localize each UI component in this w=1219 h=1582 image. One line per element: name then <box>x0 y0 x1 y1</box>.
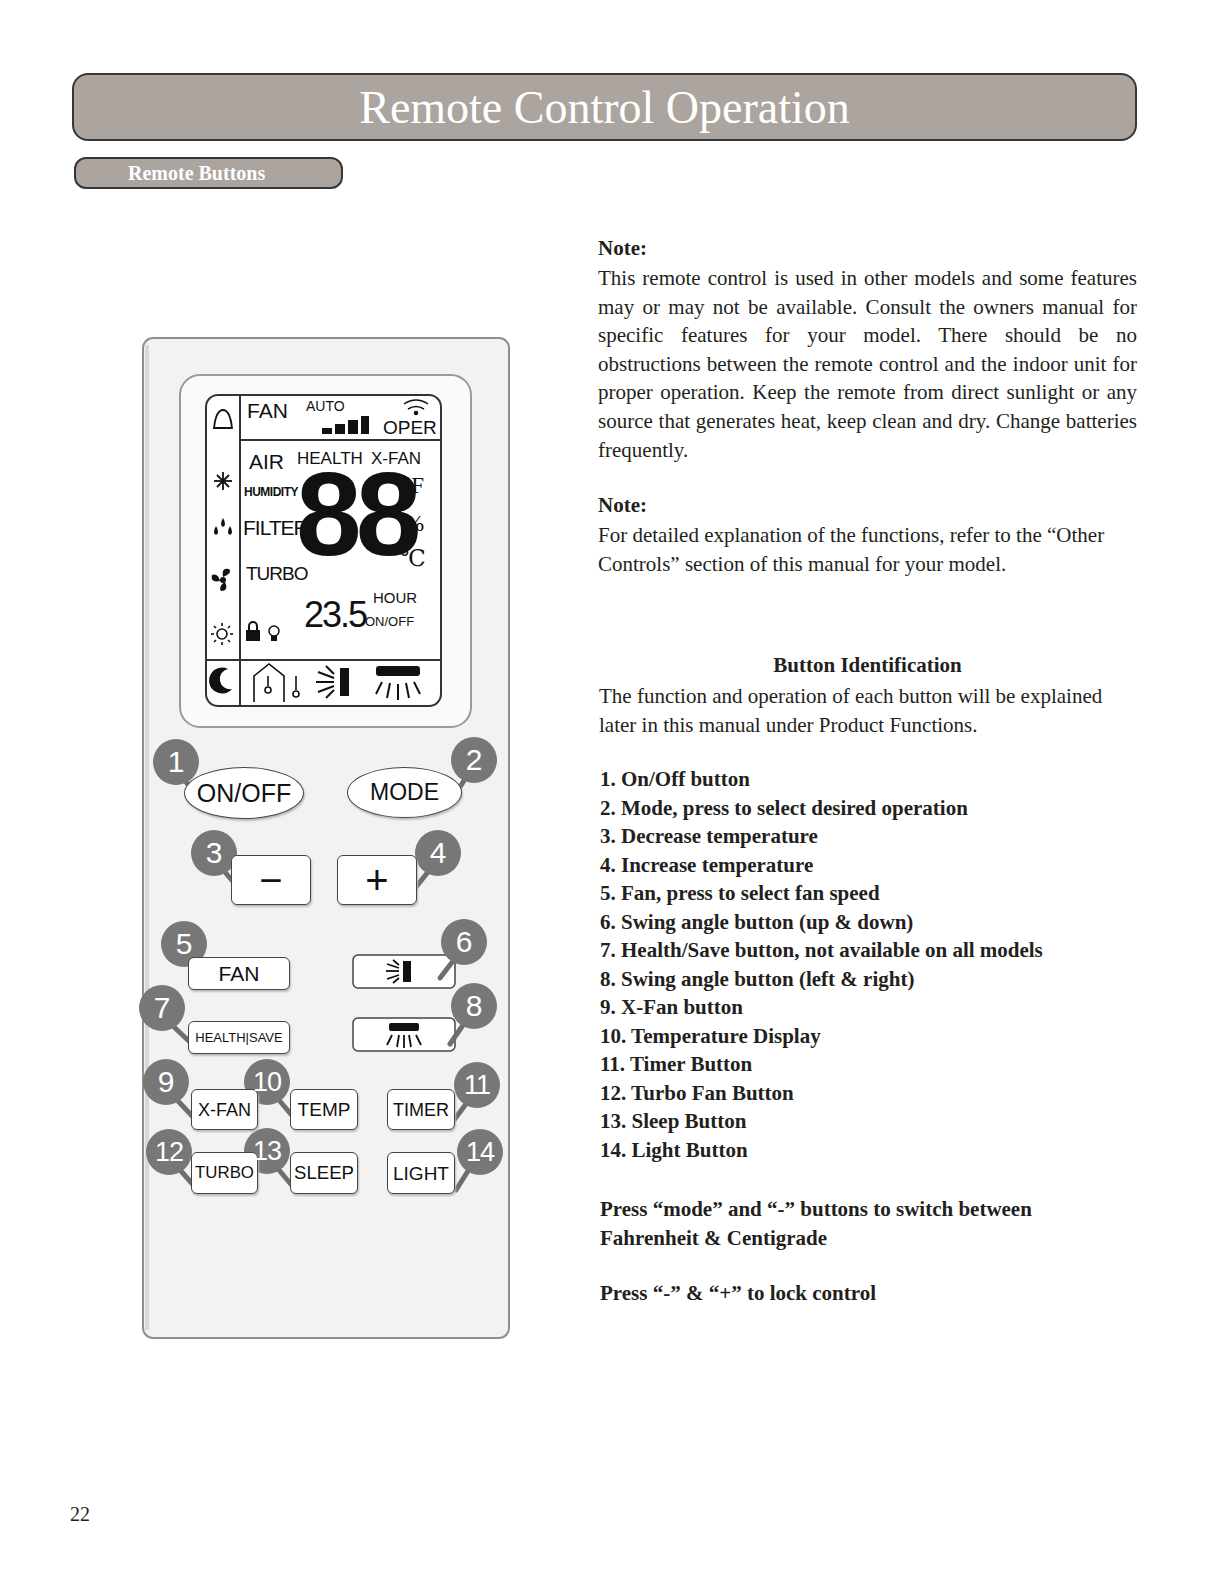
button-list-item: 9. X-Fan button <box>600 995 1140 1020</box>
page-title: Remote Control Operation <box>359 81 850 134</box>
callout-number: 7 <box>139 988 185 1028</box>
button-list-item: 3. Decrease temperature <box>600 824 1140 849</box>
button-list-item: 10. Temperature Display <box>600 1024 1140 1049</box>
button-list-item: 7. Health/Save button, not available on … <box>600 938 1140 963</box>
temp-button: TEMP <box>290 1089 358 1130</box>
leader-lines <box>174 779 468 1190</box>
mode-button: MODE <box>347 767 462 818</box>
callout-number: 5 <box>161 924 207 964</box>
section-heading: Remote Buttons <box>128 163 265 183</box>
callout-number: 1 <box>153 742 199 782</box>
remote-body <box>143 338 509 1338</box>
callout-number: 3 <box>191 833 237 873</box>
note-heading: Note: <box>598 493 798 518</box>
button-list-item: 2. Mode, press to select desired operati… <box>600 796 1140 821</box>
xfan-button: X-FAN <box>191 1089 258 1130</box>
button-label: ON/OFF <box>197 781 291 806</box>
callout-number: 11 <box>454 1065 500 1105</box>
page-number: 22 <box>70 1502 130 1526</box>
note-text: For detailed explanation of the function… <box>598 521 1137 578</box>
button-list-item: 8. Swing angle button (left & right) <box>600 967 1140 992</box>
button-label: LIGHT <box>393 1164 449 1183</box>
callout-number: 10 <box>244 1062 290 1102</box>
button-list-item: 1. On/Off button <box>600 767 1140 792</box>
title-banner: Remote Control Operation <box>72 73 1137 141</box>
lcd-digits: 88 <box>296 455 415 573</box>
note-text: This remote control is used in other mod… <box>598 264 1137 464</box>
timer-button: TIMER <box>387 1089 455 1130</box>
plus-button: + <box>337 855 417 905</box>
button-list-item: 13. Sleep Button <box>600 1109 1140 1134</box>
button-label: SLEEP <box>294 1164 354 1183</box>
fan-button: FAN <box>188 957 290 990</box>
button-label: HEALTH|SAVE <box>195 1031 282 1044</box>
button-label: X-FAN <box>198 1101 251 1119</box>
lcd-frame <box>180 375 471 727</box>
lcd-screen <box>206 395 441 706</box>
mode-icons <box>214 410 232 490</box>
callout-number: 14 <box>457 1132 503 1172</box>
button-list-item: 12. Turbo Fan Button <box>600 1081 1140 1106</box>
callout-number: 6 <box>441 922 487 962</box>
callout-number: 8 <box>451 986 497 1026</box>
button-label: TEMP <box>298 1100 351 1119</box>
button-label: TURBO <box>195 1165 254 1182</box>
callout-number: 4 <box>415 833 461 873</box>
callout-circles <box>139 737 503 1175</box>
callout-number: 12 <box>146 1132 192 1172</box>
turbo-button: TURBO <box>191 1152 258 1194</box>
button-label: TIMER <box>393 1101 449 1119</box>
button-label: FAN <box>219 963 260 984</box>
instruction-text: Press “mode” and “-” buttons to switch b… <box>600 1195 1090 1252</box>
lcd-text: FAN <box>247 398 288 423</box>
button-list-item: 11. Timer Button <box>600 1052 1140 1077</box>
section-heading: Button Identification <box>598 653 1137 678</box>
onoff-button: ON/OFF <box>184 767 304 819</box>
swing-updown-button <box>353 955 455 988</box>
minus-button: − <box>231 855 311 905</box>
light-button: LIGHT <box>387 1152 455 1194</box>
callout-number: 9 <box>143 1062 189 1102</box>
button-list-item: 6. Swing angle button (up & down) <box>600 910 1140 935</box>
button-label: MODE <box>370 781 439 804</box>
button-list-item: 4. Increase temperature <box>600 853 1140 878</box>
instruction-text: Press “-” & “+” to lock control <box>600 1281 1100 1306</box>
button-list-item: 5. Fan, press to select fan speed <box>600 881 1140 906</box>
lcd-text: ON/OFF <box>365 614 414 630</box>
lcd-text: HOUR <box>373 589 417 607</box>
sleep-button: SLEEP <box>290 1152 358 1194</box>
lcd-text: OPER <box>383 417 437 440</box>
intro-text: The function and operation of each butto… <box>599 682 1138 739</box>
note-heading: Note: <box>598 236 798 261</box>
button-label: − <box>259 860 282 900</box>
button-list-item: 14. Light Button <box>600 1138 1140 1163</box>
fan-bars <box>322 416 369 434</box>
swing-leftright-button <box>353 1018 455 1051</box>
lcd-text: AIR <box>249 449 284 474</box>
health-save-button: HEALTH|SAVE <box>188 1021 290 1054</box>
lcd-text: HUMIDITY <box>244 485 298 499</box>
callout-number: 13 <box>244 1131 290 1171</box>
callout-number: 2 <box>451 740 497 780</box>
lcd-digits: 23.5 <box>304 597 366 633</box>
lcd-text: AUTO <box>306 398 345 415</box>
section-tab: Remote Buttons <box>74 157 343 189</box>
button-label: + <box>365 860 388 900</box>
